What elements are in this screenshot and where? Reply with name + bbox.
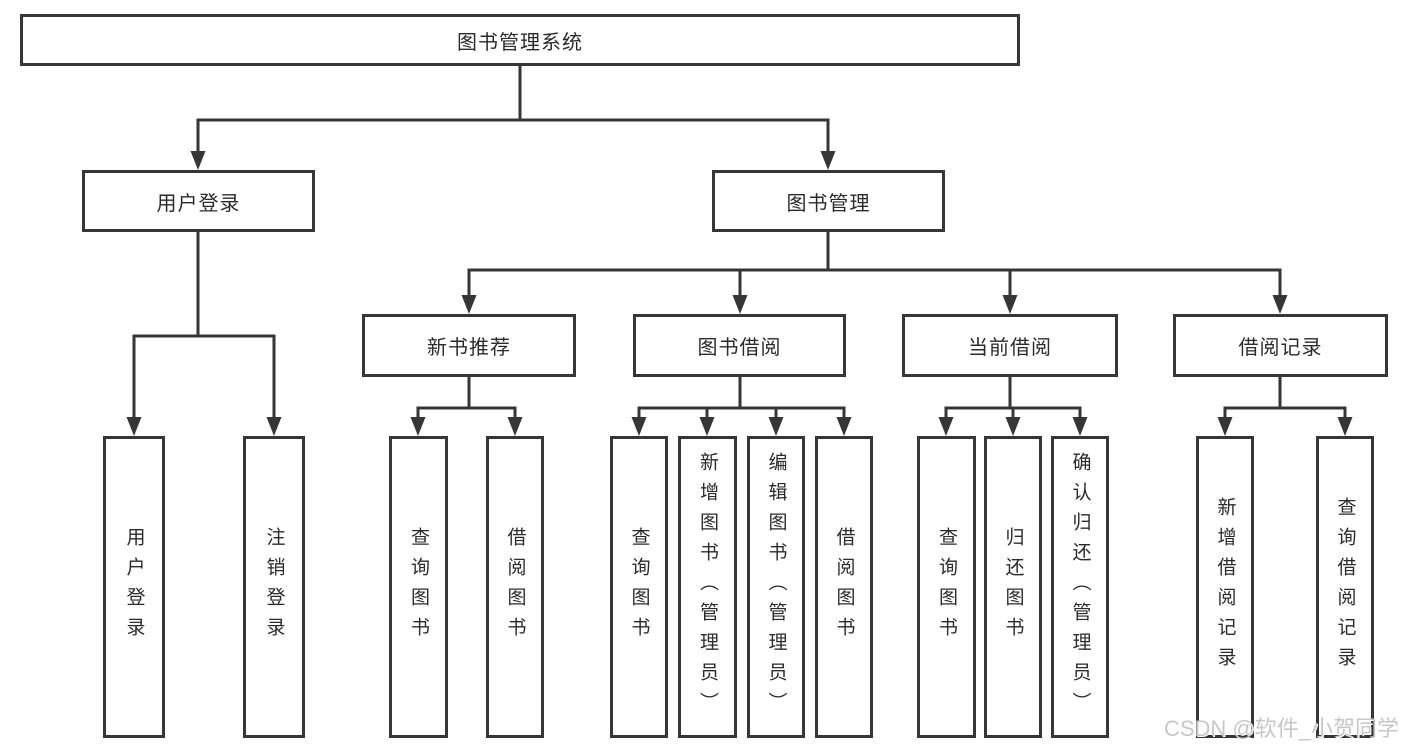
node-label: 查询图书: [936, 527, 957, 647]
node-label: 注销登录: [263, 527, 285, 647]
leaf-user-login: 用户登录: [103, 436, 165, 738]
node-label: 借阅图书: [504, 527, 526, 647]
arrow-down-icons: [126, 151, 1353, 436]
leaf-logout: 注销登录: [243, 436, 305, 738]
node-label: 编辑图书（管理员）: [765, 452, 787, 722]
node-borrowing-records: 借阅记录: [1173, 314, 1388, 377]
node-book-borrowing: 图书借阅: [633, 314, 846, 377]
node-label: 查询图书: [628, 527, 650, 647]
node-label: 图书管理: [786, 192, 871, 215]
leaf-edit-books-admin: 编辑图书（管理员）: [747, 436, 805, 738]
leaf-query-books-3: 查询图书: [917, 436, 976, 738]
node-label: 用户登录: [156, 192, 241, 215]
node-root-book-management-system: 图书管理系统: [20, 14, 1020, 66]
leaf-query-books-1: 查询图书: [389, 436, 448, 738]
leaf-add-borrow-record: 新增借阅记录: [1196, 436, 1254, 738]
node-label: 借阅图书: [833, 527, 855, 647]
csdn-watermark: CSDN @软件_小贺同学: [1163, 716, 1399, 741]
leaf-return-books: 归还图书: [984, 436, 1042, 738]
node-label: 查询图书: [408, 527, 429, 647]
node-label: 新增借阅记录: [1214, 497, 1236, 677]
node-label: 新书推荐: [427, 337, 511, 359]
node-current-borrowing: 当前借阅: [902, 314, 1118, 377]
node-label: 用户登录: [123, 527, 145, 647]
leaf-add-books-admin: 新增图书（管理员）: [678, 436, 737, 738]
node-label: 借阅记录: [1238, 337, 1323, 359]
leaf-borrow-books-1: 借阅图书: [486, 436, 544, 738]
leaf-query-books-2: 查询图书: [610, 436, 668, 738]
leaf-borrow-books-2: 借阅图书: [815, 436, 873, 738]
node-label: 查询借阅记录: [1334, 497, 1356, 677]
node-label: 确认归还（管理员）: [1069, 452, 1091, 722]
node-new-book-recommendation: 新书推荐: [362, 314, 576, 377]
node-label: 当前借阅: [968, 337, 1052, 359]
leaf-query-borrow-record: 查询借阅记录: [1316, 436, 1374, 738]
node-book-management-branch: 图书管理: [712, 170, 945, 232]
node-label: 新增图书（管理员）: [697, 452, 718, 722]
leaf-confirm-return-admin: 确认归还（管理员）: [1051, 436, 1109, 738]
node-user-login-branch: 用户登录: [82, 170, 315, 232]
node-label: 归还图书: [1002, 527, 1024, 647]
node-label: 图书管理系统: [457, 31, 583, 54]
node-label: 图书借阅: [697, 337, 782, 359]
